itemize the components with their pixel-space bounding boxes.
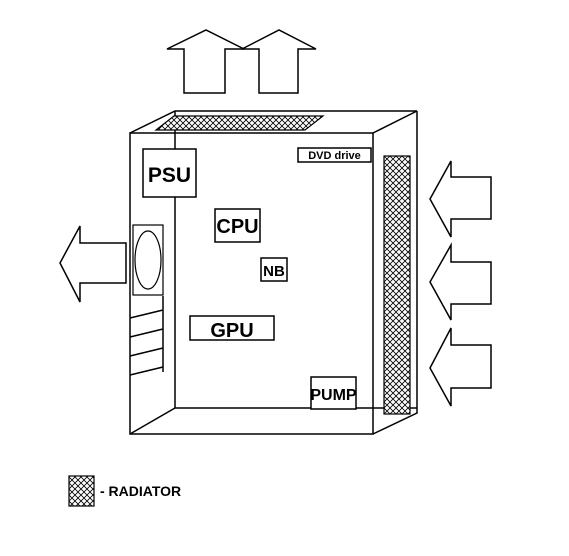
exhaust-arrow-left <box>59 225 127 303</box>
intake-arrow-right-3 <box>429 327 492 407</box>
case-top-face <box>129 110 418 134</box>
case-side-face <box>372 111 418 435</box>
pump-box <box>310 376 357 410</box>
expansion-slots <box>129 296 164 376</box>
nb-label: NB <box>263 263 285 280</box>
dvd-drive-label: DVD drive <box>308 150 361 162</box>
intake-arrow-right-2 <box>429 242 492 321</box>
psu-label: PSU <box>148 164 191 187</box>
top-radiator <box>154 115 325 131</box>
nb-box <box>260 257 288 282</box>
exhaust-arrow-top-left <box>166 29 245 94</box>
rear-fan <box>134 230 162 290</box>
gpu-label: GPU <box>210 320 253 342</box>
cpu-label: CPU <box>216 216 258 238</box>
pump-label: PUMP <box>310 387 357 404</box>
legend-radiator-label: - RADIATOR <box>100 483 181 499</box>
exhaust-arrow-top-right <box>241 29 317 94</box>
rear-panel <box>129 224 164 376</box>
dvd-drive-box <box>297 147 372 163</box>
intake-arrow-right-1 <box>429 160 492 238</box>
gpu-box <box>189 315 275 341</box>
legend-radiator-swatch <box>68 475 95 507</box>
cpu-box <box>214 208 261 243</box>
side-radiator <box>383 155 411 415</box>
psu-box <box>142 148 197 198</box>
